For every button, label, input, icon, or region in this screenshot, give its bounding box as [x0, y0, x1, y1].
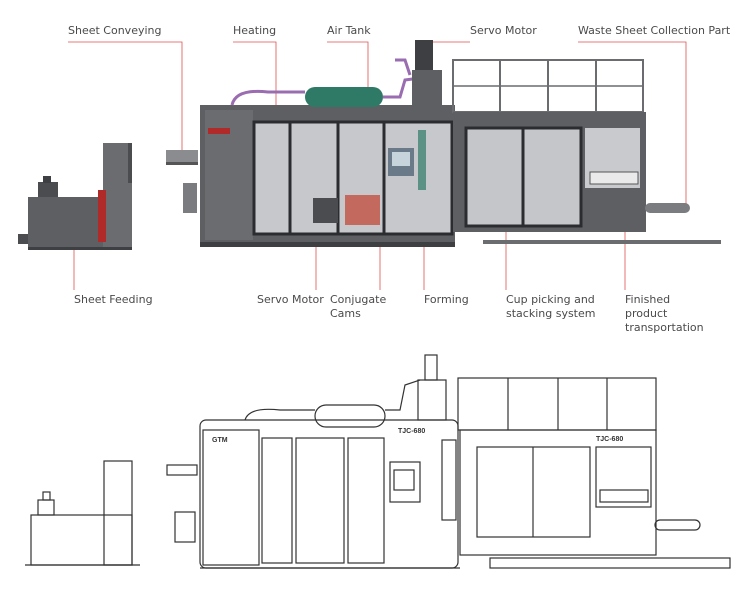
label-waste-sheet: Waste Sheet Collection Part — [578, 24, 731, 37]
label-servo-motor-bottom: Servo Motor — [257, 293, 324, 306]
forming-body-color — [200, 105, 455, 247]
sheet-feeder-outline — [25, 460, 140, 566]
label-servo-motor-top: Servo Motor — [470, 24, 537, 37]
label-forming: Forming — [424, 293, 469, 306]
machine-plate-right: TJC-680 — [596, 436, 624, 443]
label-cup-picking: Cup picking and stacking system — [506, 293, 596, 320]
air-tank-outline — [314, 404, 386, 428]
label-air-tank: Air Tank — [327, 24, 371, 37]
sheet-conveying-rail — [166, 150, 198, 162]
machine-plate-left: TJC-680 — [398, 428, 426, 435]
label-sheet-conveying: Sheet Conveying — [68, 24, 162, 37]
stacking-section-outline — [457, 377, 731, 569]
label-conjugate-cams: Conjugate Cams — [330, 293, 387, 320]
brand-mark: GTM — [212, 437, 228, 444]
label-sheet-feeding: Sheet Feeding — [74, 293, 153, 306]
forming-body-outline — [166, 419, 460, 569]
label-heating: Heating — [233, 24, 277, 37]
sheet-feeder-color — [18, 143, 132, 250]
air-tank — [305, 87, 383, 107]
servo-motor-top — [415, 40, 433, 70]
stacking-section-color — [452, 59, 721, 244]
label-finished-product: Finished product transportation — [625, 293, 704, 334]
